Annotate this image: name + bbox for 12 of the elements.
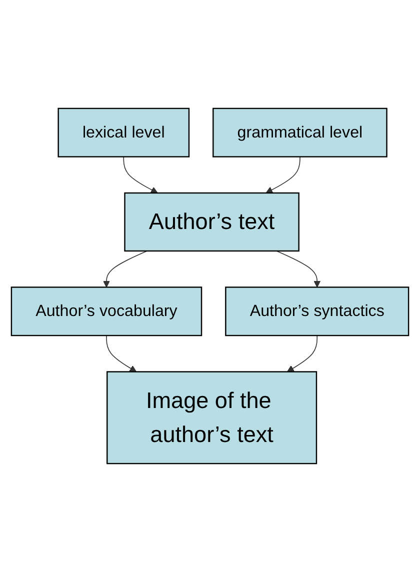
node-box: grammatical level — [212, 108, 388, 158]
arrow — [286, 335, 318, 372]
node-box: lexical level — [58, 108, 190, 158]
node-box: Author’s syntactics — [225, 286, 410, 336]
node-box: Author’s vocabulary — [10, 286, 202, 336]
node-box: Image of the author’s text — [106, 371, 318, 464]
arrow — [102, 250, 148, 288]
arrow — [123, 156, 158, 194]
arrow — [276, 250, 321, 288]
node-box: Author’s text — [124, 192, 300, 252]
arrow — [106, 335, 137, 372]
arrow — [266, 156, 300, 194]
